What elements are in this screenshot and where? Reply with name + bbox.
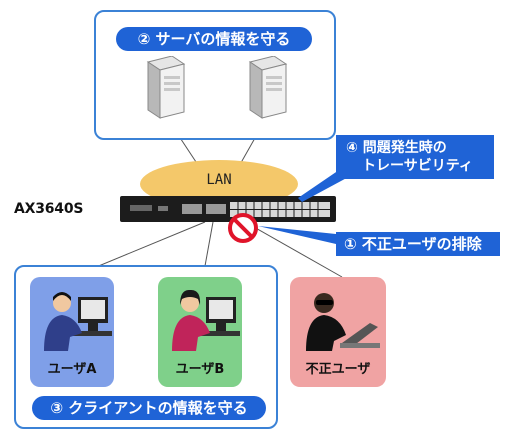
network-switch [120, 196, 336, 222]
exclusion-callout: ① 不正ユーザの排除 [336, 232, 500, 256]
server-group-label: ② サーバの情報を守る [116, 27, 312, 51]
lan-label: LAN [206, 172, 232, 188]
switch-ports-icon [130, 202, 330, 217]
user-at-computer-icon [172, 289, 240, 351]
rogue-user-icon [306, 293, 380, 351]
server-left-icon [146, 56, 186, 119]
traceability-line2: トレーサビリティ [362, 158, 473, 174]
rogue-user-label: 不正ユーザ [305, 362, 371, 377]
switch-model-label: AX3640S [14, 201, 84, 217]
server-right-icon [248, 56, 288, 119]
user-b-label: ユーザB [175, 362, 225, 377]
user-a-label: ユーザA [47, 362, 97, 377]
user-card-b: ユーザB [158, 277, 242, 387]
traceability-callout: ④ 問題発生時の トレーサビリティ [336, 135, 494, 179]
traceability-line1: ④ 問題発生時の [346, 140, 447, 156]
rogue-user-link [244, 221, 343, 278]
user-at-computer-icon [44, 292, 112, 351]
client-group-label: ③ クライアントの情報を守る [32, 396, 266, 420]
user-card-a: ユーザA [30, 277, 114, 387]
rogue-user-card: 不正ユーザ [290, 277, 386, 387]
block-icon [228, 213, 258, 243]
exclusion-pointer [258, 226, 336, 244]
